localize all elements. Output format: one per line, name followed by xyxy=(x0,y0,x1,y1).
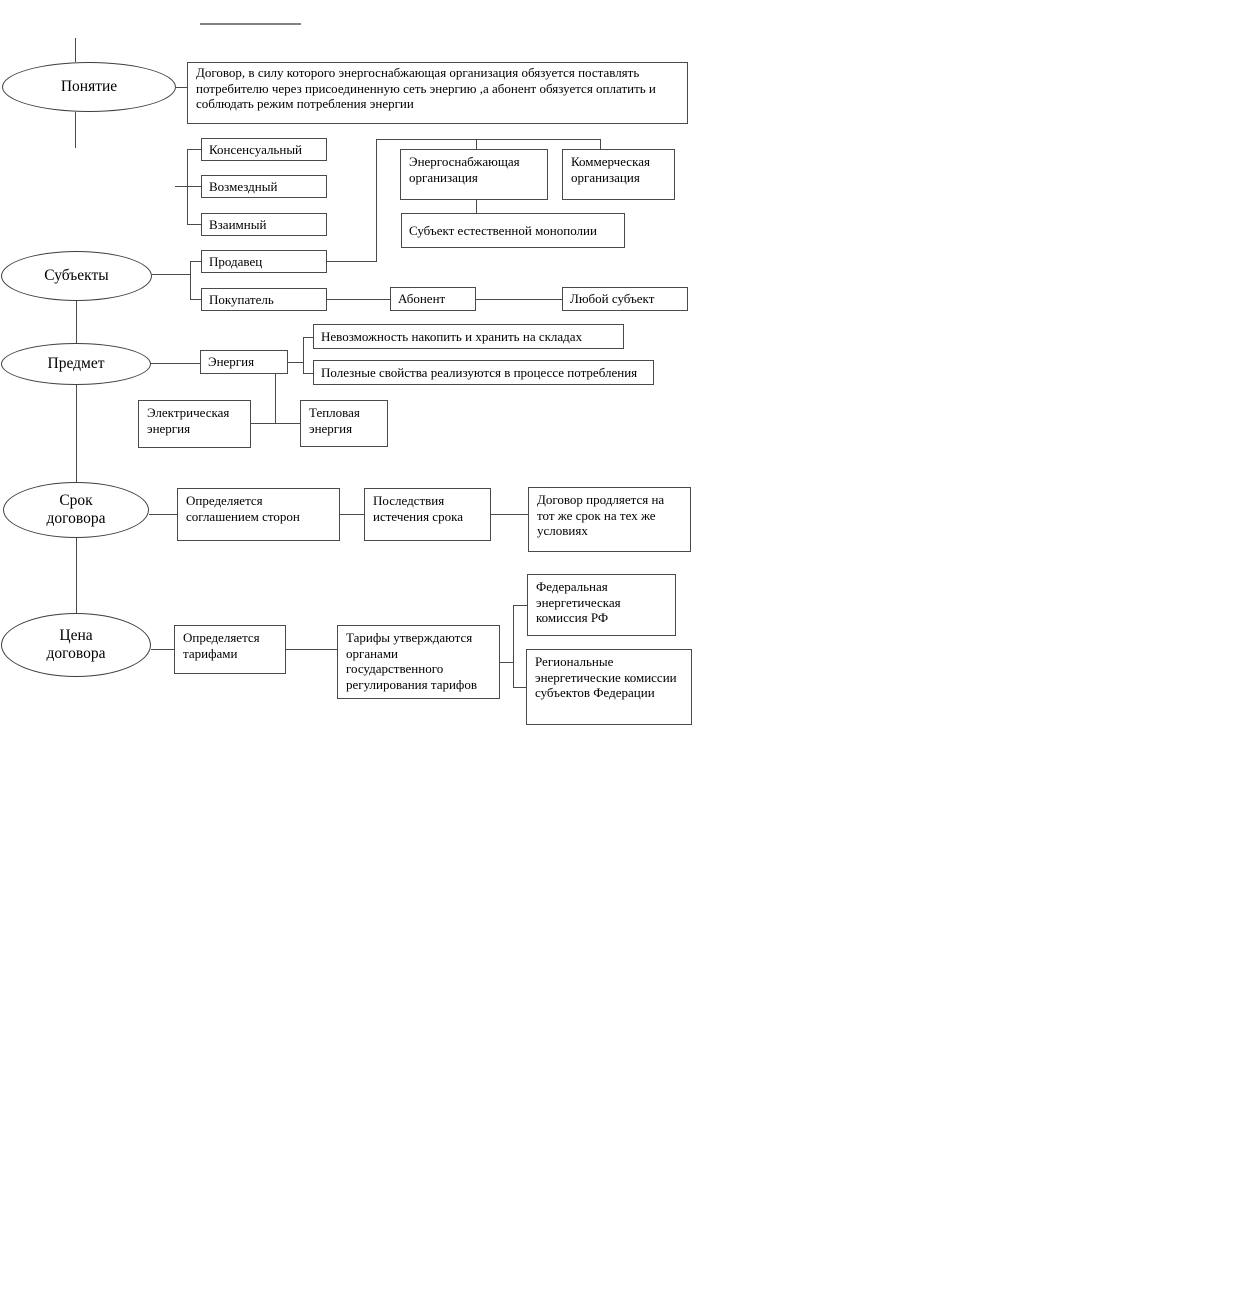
box-determined-by-agreement: Определяется соглашением сторон xyxy=(177,488,340,541)
connector-line xyxy=(600,139,601,150)
box-any-subject: Любой субъект xyxy=(562,287,688,311)
connector-line xyxy=(476,200,477,213)
connector-line xyxy=(75,112,76,148)
box-energy: Энергия xyxy=(200,350,288,374)
box-electric-energy: Электрическая энергия xyxy=(138,400,251,448)
box-thermal-energy: Тепловая энергия xyxy=(300,400,388,447)
connector-line xyxy=(190,261,191,300)
connector-line xyxy=(187,149,201,150)
ellipse-contract-price: Цена договора xyxy=(1,613,151,677)
connector-line xyxy=(513,605,527,606)
connector-line xyxy=(190,261,201,262)
box-energy-supplying-org: Энергоснабжающая организация xyxy=(400,149,548,200)
connector-line xyxy=(476,299,562,300)
connector-line xyxy=(251,423,300,424)
connector-line xyxy=(149,514,177,515)
connector-line xyxy=(327,299,390,300)
connector-line xyxy=(288,362,303,363)
connector-line xyxy=(175,186,201,187)
connector-line xyxy=(500,662,513,663)
connector-line xyxy=(150,363,200,364)
connector-line xyxy=(76,301,77,343)
connector-line xyxy=(75,38,76,62)
box-useful-properties: Полезные свойства реализуются в процессе… xyxy=(313,360,654,385)
connector-line xyxy=(491,514,528,515)
connector-line xyxy=(327,261,376,262)
box-federal-commission: Федеральная энергетическая комиссия РФ xyxy=(527,574,676,636)
box-commercial-org: Коммерческая организация xyxy=(562,149,675,200)
connector-line xyxy=(190,299,201,300)
connector-line xyxy=(152,274,190,275)
box-subscriber: Абонент xyxy=(390,287,476,311)
box-regional-commissions: Региональные энергетические комиссии суб… xyxy=(526,649,692,725)
ellipse-subjects: Субъекты xyxy=(1,251,152,301)
connector-line xyxy=(513,605,514,688)
connector-line xyxy=(303,337,304,374)
connector-line xyxy=(187,149,188,225)
ellipse-contract-term: Срок договора xyxy=(3,482,149,538)
connector-line xyxy=(376,139,601,140)
connector-line xyxy=(187,224,201,225)
box-impossible-to-store: Невозможность накопить и хранить на скла… xyxy=(313,324,624,349)
box-buyer: Покупатель xyxy=(201,288,327,311)
connector-line xyxy=(275,374,276,424)
box-tariffs-approved: Тарифы утверждаются органами государстве… xyxy=(337,625,500,699)
box-seller: Продавец xyxy=(201,250,327,273)
box-compensated: Возмездный xyxy=(201,175,327,198)
connector-line xyxy=(476,139,477,150)
ellipse-subject-matter: Предмет xyxy=(1,343,151,385)
connector-line xyxy=(340,514,364,515)
connector-line xyxy=(76,538,77,613)
connector-line xyxy=(513,687,526,688)
ellipse-concept: Понятие xyxy=(2,62,176,112)
connector-line xyxy=(176,87,187,88)
box-natural-monopoly: Субъект естественной монополии xyxy=(401,213,625,248)
box-contract-extended: Договор продляется на тот же срок на тех… xyxy=(528,487,691,552)
connector-line xyxy=(151,649,174,650)
connector-line xyxy=(303,337,313,338)
connector-line xyxy=(286,649,337,650)
box-consensual: Консенсуальный xyxy=(201,138,327,161)
box-mutual: Взаимный xyxy=(201,213,327,236)
connector-line xyxy=(303,373,313,374)
top-rule xyxy=(200,23,301,25)
connector-line xyxy=(376,139,377,262)
box-definition: Договор, в силу которого энергоснабжающа… xyxy=(187,62,688,124)
connector-line xyxy=(76,385,77,482)
box-expiry-consequences: Последствия истечения срока xyxy=(364,488,491,541)
box-determined-by-tariffs: Определяется тарифами xyxy=(174,625,286,674)
